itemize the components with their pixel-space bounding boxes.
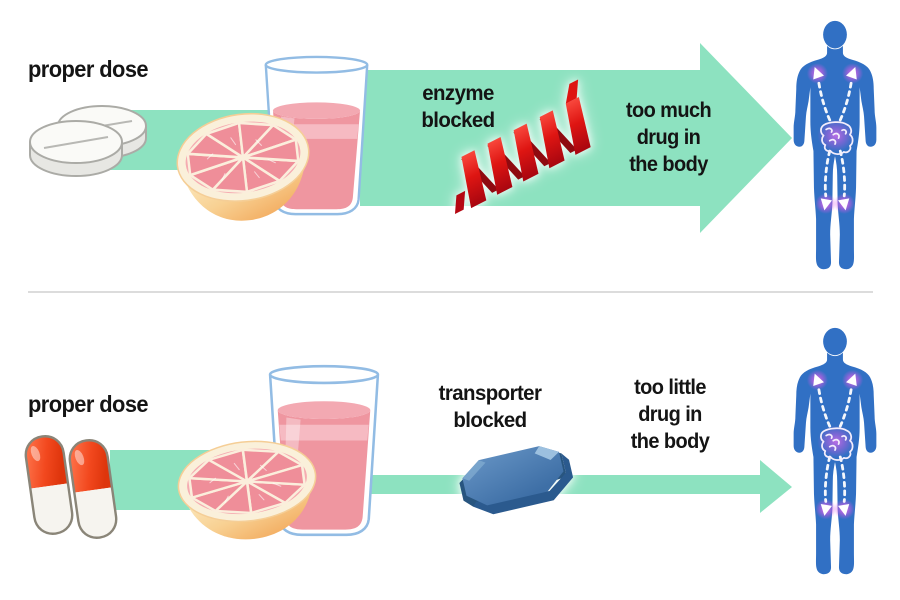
result-line: the body (630, 430, 710, 453)
tablets-icon (29, 105, 147, 177)
top-result-label: too much drug in the body (603, 97, 733, 178)
result-line: too little (634, 376, 706, 399)
mechanism-line: transporter (438, 381, 542, 405)
result-line: too much (625, 99, 712, 122)
mechanism-line: enzyme (422, 81, 494, 105)
result-line: the body (629, 153, 708, 176)
result-line: drug in (638, 403, 702, 426)
mechanism-line: blocked (453, 408, 527, 432)
capsules-icon (24, 435, 118, 539)
top-dose-label: proper dose (28, 56, 149, 82)
grapefruit-icon (177, 440, 317, 540)
panel-divider (28, 291, 873, 293)
bottom-result-label: too little drug in the body (605, 374, 734, 455)
human-body-icon (791, 327, 879, 575)
bottom-mechanism-label: transporter blocked (412, 380, 568, 434)
flow-arrow-large (110, 43, 792, 233)
result-line: drug in (636, 126, 701, 149)
human-body-icon (791, 20, 879, 270)
bottom-dose-label: proper dose (28, 391, 149, 417)
transporter-pill-icon (459, 446, 574, 515)
grapefruit-icon (176, 112, 310, 221)
mechanism-line: blocked (421, 108, 495, 132)
top-mechanism-label: enzyme blocked (396, 80, 520, 134)
enzyme-helix-icon (454, 79, 591, 215)
